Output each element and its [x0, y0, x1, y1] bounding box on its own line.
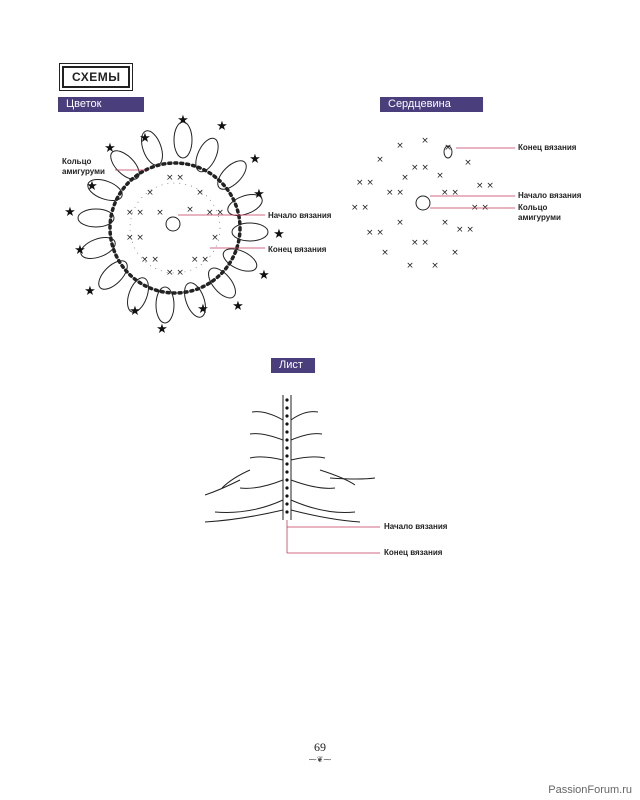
svg-text:★: ★: [253, 187, 265, 202]
svg-text:×: ×: [401, 173, 409, 183]
svg-text:×: ×: [406, 261, 414, 271]
page-number: 69: [314, 740, 326, 754]
leaf-start-label: Начало вязания: [384, 522, 448, 531]
flower-ring-label: Кольцо амигуруми: [62, 157, 105, 176]
leaf-end-label: Конец вязания: [384, 548, 443, 557]
svg-text:× ×: × ×: [126, 233, 144, 243]
section-title: СХЕМЫ: [58, 63, 134, 91]
svg-text:×: ×: [396, 141, 404, 151]
svg-text:× ×: × ×: [356, 178, 374, 188]
svg-text:× ×: × ×: [411, 163, 429, 173]
leaf-chart: [204, 395, 380, 554]
svg-text:× ×: × ×: [441, 188, 459, 198]
svg-text:★: ★: [232, 299, 244, 314]
svg-text:★: ★: [84, 284, 96, 299]
flower-chart: × ××× × ×× × × ×× × ×× × × ××× ★★★ ★★★ ★…: [64, 113, 285, 337]
center-tag: Сердцевина: [380, 97, 483, 112]
svg-text:× ×: × ×: [411, 238, 429, 248]
flower-start-label: Начало вязания: [268, 211, 332, 220]
svg-text:×: ×: [421, 136, 429, 146]
svg-text:×: ×: [196, 188, 204, 198]
svg-text:×: ×: [444, 143, 452, 153]
svg-text:★: ★: [197, 302, 209, 317]
svg-text:×: ×: [451, 248, 459, 258]
svg-text:★: ★: [139, 131, 151, 146]
svg-text:× ×: × ×: [456, 225, 474, 235]
svg-text:× ×: × ×: [126, 208, 144, 218]
svg-text:×: ×: [211, 233, 219, 243]
svg-text:×: ×: [441, 218, 449, 228]
svg-text:× ×: × ×: [476, 181, 494, 191]
svg-text:★: ★: [249, 152, 261, 167]
svg-text:× ×: × ×: [366, 228, 384, 238]
flower-end-label: Конец вязания: [268, 245, 327, 254]
svg-text:×: ×: [186, 205, 194, 215]
svg-text:× ×: × ×: [191, 255, 209, 265]
svg-text:★: ★: [74, 243, 86, 258]
svg-text:★: ★: [177, 113, 189, 128]
flower-tag: Цветок: [58, 97, 144, 112]
svg-text:★: ★: [129, 304, 141, 319]
ornament-icon: ⁓❦⁓: [308, 755, 332, 764]
svg-text:× ×: × ×: [206, 208, 224, 218]
svg-text:× ×: × ×: [166, 268, 184, 278]
svg-text:★: ★: [86, 179, 98, 194]
svg-text:★: ★: [64, 205, 76, 220]
svg-text:★: ★: [273, 227, 285, 242]
svg-text:× ×: × ×: [386, 188, 404, 198]
svg-text:× ×: × ×: [141, 255, 159, 265]
svg-text:×: ×: [376, 155, 384, 165]
svg-text:×: ×: [396, 218, 404, 228]
center-end-label: Конец вязания: [518, 143, 577, 152]
svg-text:★: ★: [156, 322, 168, 337]
center-start-label: Начало вязания: [518, 191, 582, 200]
leaf-tag: Лист: [271, 358, 315, 373]
svg-text:★: ★: [216, 119, 228, 134]
watermark: PassionForum.ru: [548, 784, 632, 796]
svg-text:×: ×: [146, 188, 154, 198]
svg-text:★: ★: [258, 268, 270, 283]
svg-text:×: ×: [381, 248, 389, 258]
center-chart: ××× ×× × ×× × × ×× × × ×× × ×× ×× × ××× …: [351, 136, 515, 271]
svg-text:×: ×: [431, 261, 439, 271]
center-ring-label: Кольцо амигуруми: [518, 203, 561, 222]
svg-text:× ×: × ×: [166, 173, 184, 183]
svg-text:×: ×: [436, 171, 444, 181]
svg-text:× ×: × ×: [351, 203, 369, 213]
svg-text:×: ×: [464, 158, 472, 168]
svg-text:★: ★: [104, 141, 116, 156]
svg-text:×: ×: [156, 208, 164, 218]
